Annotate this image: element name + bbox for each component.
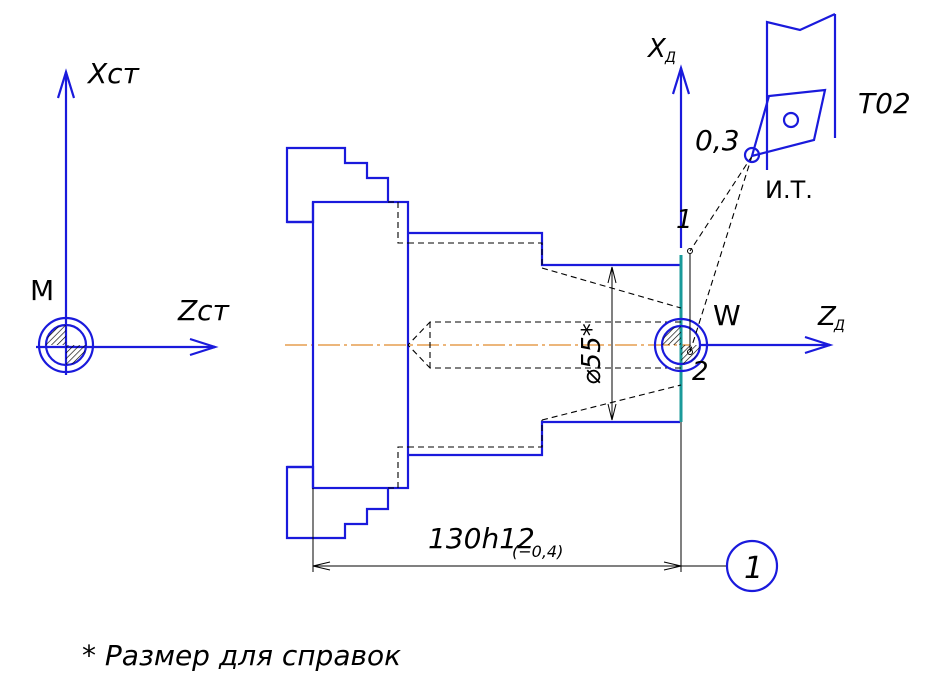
x-part-label-sub: Д <box>664 50 676 66</box>
part-coordinate-system: X Д Z Д W <box>646 34 845 373</box>
insert-screw-icon <box>782 111 800 129</box>
chuck-upper-jaw <box>285 146 390 224</box>
length-arrow-right <box>663 561 682 571</box>
length-tolerance: (−0,4) <box>512 542 563 561</box>
workpiece <box>407 231 683 457</box>
z-machine-label: Zст <box>177 294 230 327</box>
x-part-arrowhead <box>671 64 691 95</box>
balloon-number: 1 <box>744 551 763 586</box>
path-tool-to-2 <box>689 155 753 353</box>
balloon-circle <box>725 539 779 593</box>
path-tool-to-1 <box>689 155 753 252</box>
machine-zero-label: M <box>30 274 54 307</box>
workpiece-contour-top <box>408 231 680 267</box>
point-1-marker <box>687 248 693 254</box>
tool-insert <box>750 88 827 158</box>
chuck-lower-jaw <box>285 465 390 540</box>
workpiece-zero-hatch <box>662 326 681 345</box>
tool-path: 1 2 <box>676 155 753 387</box>
reference-footnote: * Размер для справок <box>82 639 401 672</box>
tool-number-label: T02 <box>858 87 911 120</box>
z-part-label: Z <box>817 302 837 332</box>
x-machine-arrowhead <box>56 68 76 99</box>
workpiece-zero-outer-circle <box>653 317 709 373</box>
hidden-center-hole-top <box>407 321 681 346</box>
diameter-label: ⌀55* <box>577 323 607 385</box>
x-machine-label: Xст <box>86 57 140 90</box>
machine-zero-hatch <box>46 325 66 345</box>
chuck-hidden-step-bottom <box>388 446 408 489</box>
z-machine-arrowhead <box>189 337 219 357</box>
length-dimension: 130h12 (−0,4) 1 <box>312 422 779 593</box>
z-part-label-sub: Д <box>833 318 845 334</box>
point-2-marker <box>687 349 693 355</box>
z-part-arrowhead <box>804 335 834 355</box>
cutting-tool: T02 0,3 И.Т. <box>695 12 911 204</box>
tool-holder <box>765 12 836 170</box>
machine-coordinate-system: M Xст Zст <box>30 57 230 375</box>
diameter-dimension: ⌀55* <box>577 266 617 421</box>
point-1-label: 1 <box>676 205 693 235</box>
hidden-bore-top <box>408 242 543 268</box>
length-label: 130h12 <box>428 522 535 555</box>
point-2-label: 2 <box>692 357 709 387</box>
machine-zero-outer-circle <box>37 316 95 374</box>
x-part-label: X <box>646 34 667 64</box>
hidden-bore-bottom <box>408 420 543 448</box>
chuck <box>285 146 410 540</box>
workpiece-contour-bottom <box>408 420 680 457</box>
hidden-center-hole-bottom <box>407 344 681 369</box>
machine-zero-hatch-2 <box>66 345 86 365</box>
tool-tip-label: И.Т. <box>765 176 813 204</box>
diameter-arrow-bottom <box>607 403 617 421</box>
workpiece-zero-label: W <box>713 299 741 332</box>
chuck-hidden-step-top <box>388 201 408 244</box>
tool-tip-circle <box>743 146 761 164</box>
diameter-arrow-top <box>607 266 617 284</box>
tool-radius-label: 0,3 <box>695 124 740 157</box>
length-arrow-left <box>312 561 331 571</box>
